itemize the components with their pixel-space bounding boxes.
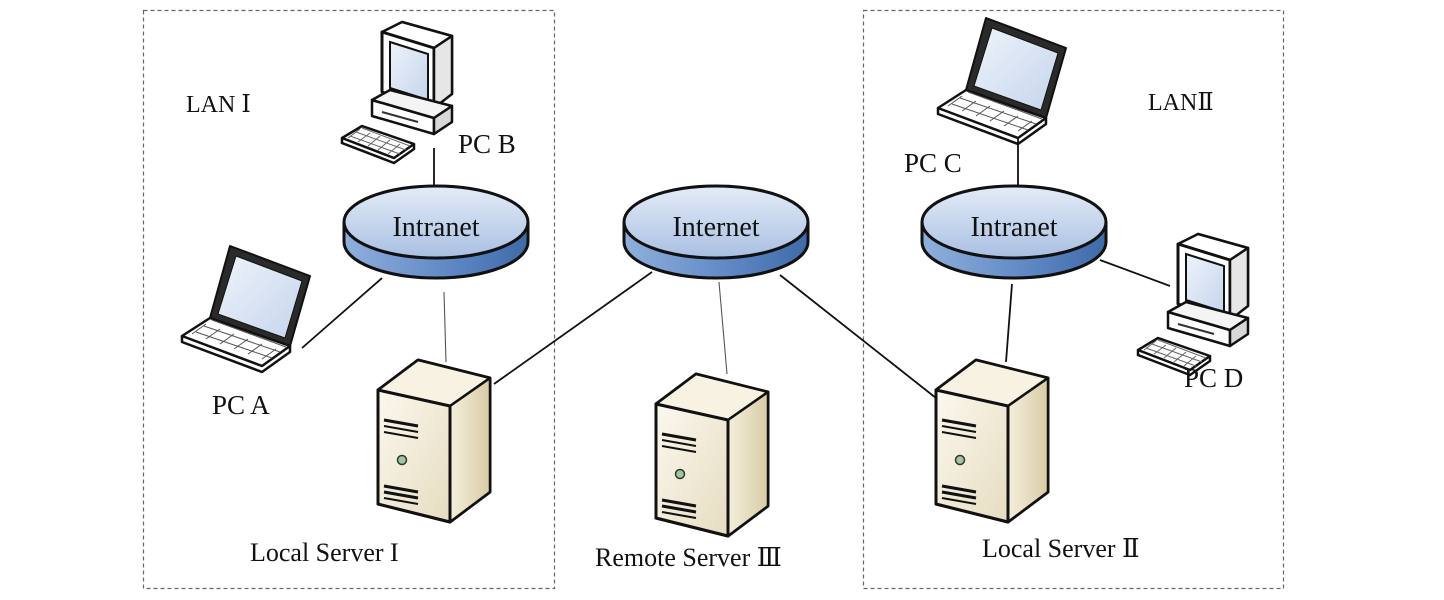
pc-d-desktop-icon: [1136, 232, 1250, 377]
local-server-2-label: Local Server Ⅱ: [982, 534, 1140, 563]
local-server-1-icon: [376, 358, 492, 524]
intranet-2-label: Intranet: [970, 212, 1057, 243]
link-internet-server1: [493, 271, 653, 385]
pc-b-label: PC B: [458, 129, 516, 159]
pc-a-label: PC A: [212, 390, 270, 420]
internet-label: Internet: [672, 212, 759, 243]
local-server-2-icon: [934, 358, 1050, 524]
pc-d-label: PC D: [1184, 363, 1243, 393]
remote-server-icon: [654, 372, 770, 538]
link-internet-server2: [779, 274, 937, 399]
lan-2-boundary: [862, 9, 1285, 590]
pc-c-laptop-icon: [936, 16, 1068, 146]
link-intranet2-server2: [1005, 283, 1013, 363]
pc-b-desktop-icon: [340, 20, 454, 165]
remote-server-label: Remote Server Ⅲ: [595, 543, 782, 572]
link-internet-remote: [718, 281, 728, 375]
lan-1-label: LAN Ⅰ: [186, 92, 251, 118]
link-pcd-intranet2: [1099, 259, 1171, 287]
intranet-1-label: Intranet: [392, 212, 479, 243]
pc-a-laptop-icon: [180, 244, 312, 374]
link-pca-intranet1: [301, 277, 383, 349]
lan-1-boundary: [142, 9, 556, 590]
lan-2-label: LANⅡ: [1148, 90, 1214, 116]
pc-c-label: PC C: [904, 148, 962, 178]
link-intranet1-server1: [443, 291, 447, 363]
local-server-1-label: Local Server I: [250, 538, 399, 567]
